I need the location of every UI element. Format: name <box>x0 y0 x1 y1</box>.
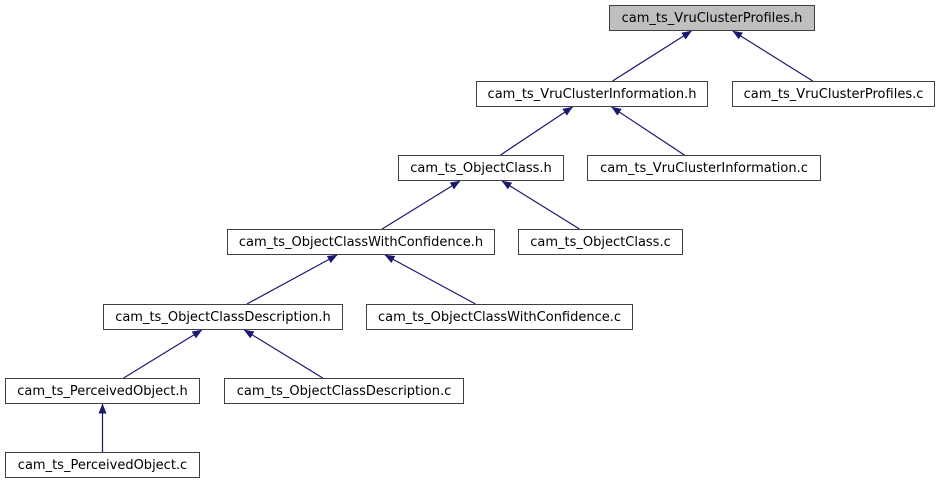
edge-arrow-0 <box>612 30 692 82</box>
graph-node-cam_ts_VruClusterProfiles.c[interactable]: cam_ts_VruClusterProfiles.c <box>732 81 935 107</box>
graph-node-cam_ts_ObjectClass.c[interactable]: cam_ts_ObjectClass.c <box>518 229 683 255</box>
graph-node-cam_ts_ObjectClassWithConfidence.h[interactable]: cam_ts_ObjectClassWithConfidence.h <box>227 229 495 255</box>
edge-arrow-2 <box>500 106 573 156</box>
graph-node-cam_ts_VruClusterProfiles.h[interactable]: cam_ts_VruClusterProfiles.h <box>609 5 815 31</box>
graph-node-cam_ts_ObjectClassDescription.c[interactable]: cam_ts_ObjectClassDescription.c <box>224 378 464 404</box>
edge-arrow-8 <box>123 329 203 379</box>
edge-arrow-7 <box>384 254 476 305</box>
edge-arrow-5 <box>501 180 580 230</box>
graph-node-cam_ts_VruClusterInformation.h[interactable]: cam_ts_VruClusterInformation.h <box>476 81 708 107</box>
edge-arrow-1 <box>732 30 814 82</box>
graph-node-cam_ts_ObjectClassDescription.h[interactable]: cam_ts_ObjectClassDescription.h <box>103 304 343 330</box>
graph-node-cam_ts_PerceivedObject.h[interactable]: cam_ts_PerceivedObject.h <box>5 378 200 404</box>
graph-node-cam_ts_VruClusterInformation.c[interactable]: cam_ts_VruClusterInformation.c <box>587 155 821 181</box>
edge-arrow-6 <box>246 254 338 305</box>
graph-node-cam_ts_ObjectClass.h[interactable]: cam_ts_ObjectClass.h <box>398 155 564 181</box>
edge-arrow-4 <box>381 180 461 230</box>
graph-node-cam_ts_PerceivedObject.c[interactable]: cam_ts_PerceivedObject.c <box>5 452 200 478</box>
edge-arrow-9 <box>243 329 324 379</box>
graph-node-cam_ts_ObjectClassWithConfidence.c[interactable]: cam_ts_ObjectClassWithConfidence.c <box>366 304 633 330</box>
edge-arrow-3 <box>611 106 685 156</box>
